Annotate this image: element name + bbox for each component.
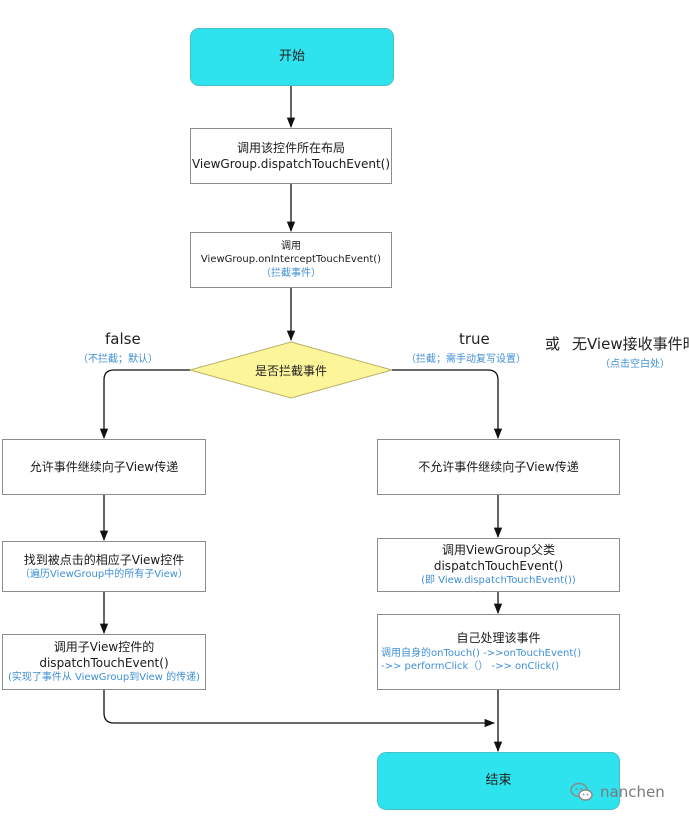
arrow-false-branch [99,369,190,440]
intercept-step-line2: （拦截事件） [261,267,321,279]
dispatch-step-box: 调用该控件所在布局 ViewGroup.dispatchTouchEvent() [190,128,392,184]
self-handle-line1: 自己处理该事件 [456,631,541,646]
watermark-text: nanchen [600,783,665,801]
watermark: nanchen [570,782,665,802]
start-label: 开始 [278,49,305,65]
no-view-branch-label: 无View接收事件时 [572,335,689,353]
intercept-step-line1: 调用ViewGroup.onInterceptTouchEvent() [200,240,382,266]
arrow-child-to-merge [103,690,496,728]
find-child-line2: （遍历ViewGroup中的所有子View） [20,568,188,580]
allow-pass-label: 允许事件继续向子View传递 [29,459,179,474]
super-dispatch-box: 调用ViewGroup父类dispatchTouchEvent() (即 Vie… [377,538,620,592]
child-dispatch-box: 调用子View控件的 dispatchTouchEvent() (实现了事件从 … [2,634,206,690]
super-dispatch-line1: 调用ViewGroup父类dispatchTouchEvent() [433,543,564,574]
start-node: 开始 [190,28,394,86]
deny-pass-label: 不允许事件继续向子View传递 [418,459,579,474]
decision-diamond [188,341,394,399]
self-handle-line2: 调用自身的onTouch() ->>onTouchEvent() [381,647,582,659]
true-branch-label: true [459,330,490,348]
find-child-box: 找到被点击的相应子View控件 （遍历ViewGroup中的所有子View） [2,541,206,592]
intercept-step-box: 调用ViewGroup.onInterceptTouchEvent() （拦截事… [190,232,392,288]
self-handle-box: 自己处理该事件 调用自身的onTouch() ->>onTouchEvent()… [377,614,620,690]
dispatch-step-line1: 调用该控件所在布局 [236,140,345,155]
false-branch-label: false [105,330,141,348]
arrow-true-branch [392,369,503,440]
deny-pass-box: 不允许事件继续向子View传递 [377,439,620,495]
or-label: 或 [545,335,561,353]
child-dispatch-line3: (实现了事件从 ViewGroup到View 的传递) [7,672,201,684]
find-child-line1: 找到被点击的相应子View控件 [23,552,185,567]
super-dispatch-line2: (即 View.dispatchTouchEvent()) [421,575,576,587]
decision-label: 是否拦截事件 [255,364,328,378]
dispatch-step-line2: ViewGroup.dispatchTouchEvent() [191,157,391,171]
child-dispatch-line1: 调用子View控件的 [53,640,155,655]
allow-pass-box: 允许事件继续向子View传递 [2,439,206,495]
wechat-icon [570,782,593,801]
end-label: 结束 [485,773,512,789]
end-node: 结束 [377,752,620,810]
true-branch-note: （拦截；需手动复写设置） [406,354,526,365]
false-branch-note: （不拦截；默认） [78,354,158,365]
self-handle-line3: ->> performClick（） ->> onClick() [381,661,560,673]
no-view-branch-note: （点击空白处） [600,359,670,370]
child-dispatch-line2: dispatchTouchEvent() [39,656,169,671]
